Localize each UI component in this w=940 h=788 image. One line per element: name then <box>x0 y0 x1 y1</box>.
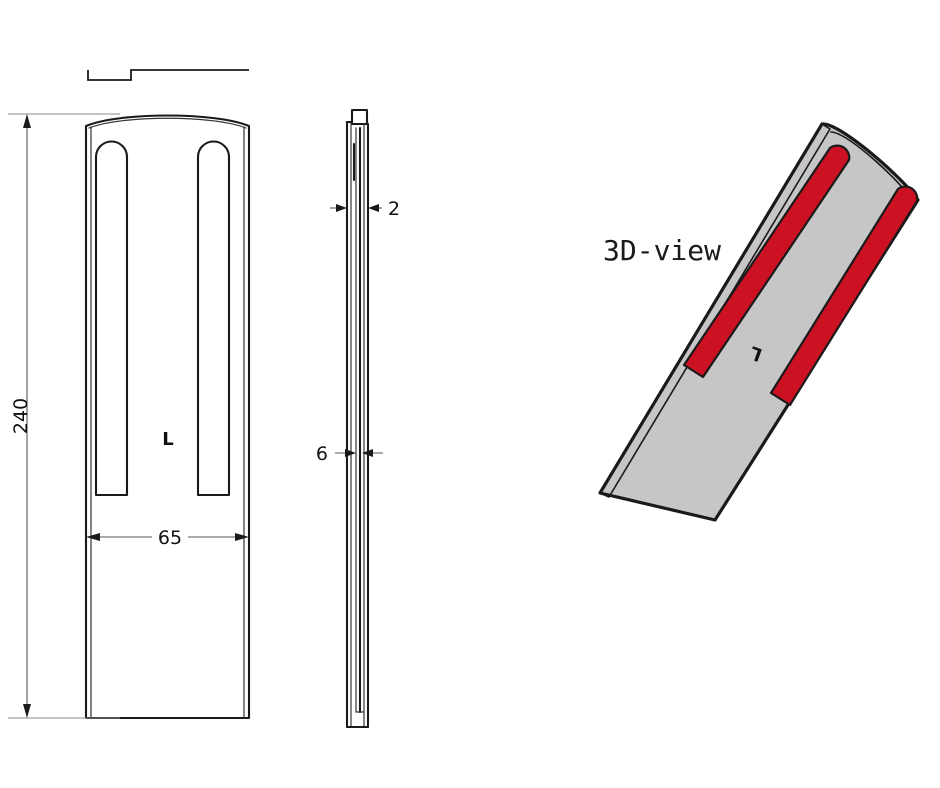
front-view: L <box>84 114 251 720</box>
dimension-channel-arrow-right <box>362 449 373 457</box>
side-view-top-tab <box>350 108 369 126</box>
dimension-channel-value: 6 <box>316 443 328 465</box>
dimension-height-240: 240 <box>8 113 120 719</box>
iso-view-body <box>598 122 920 522</box>
dimension-height-arrow-top <box>23 114 31 128</box>
dimension-width-value: 65 <box>158 527 182 549</box>
dimension-thickness-value: 2 <box>388 198 400 220</box>
iso-view: L 3D-view <box>598 122 920 522</box>
dimension-channel-arrow-left <box>345 449 356 457</box>
dimension-thickness-2: 2 <box>330 198 400 220</box>
dimension-height-arrow-bottom <box>23 704 31 718</box>
front-view-part-label: L <box>162 429 173 450</box>
iso-view-slot-right <box>769 185 919 407</box>
dimension-width-arrow-right <box>235 533 249 541</box>
front-view-left-slot <box>94 140 129 497</box>
front-view-crown-edge <box>88 117 247 129</box>
dimension-thickness-arrow-right <box>368 204 379 212</box>
iso-view-title: 3D-view <box>603 234 721 267</box>
front-view-outline <box>84 114 251 720</box>
dimension-channel-6: 6 <box>316 443 383 465</box>
side-view <box>345 108 370 729</box>
iso-view-side-face <box>599 123 831 498</box>
dimension-width-65: 65 <box>86 525 249 549</box>
front-view-right-slot <box>196 140 231 497</box>
top-leader-annotation <box>87 69 249 81</box>
dimension-width-arrow-left <box>86 533 100 541</box>
dimension-height-value: 240 <box>10 398 32 434</box>
dimension-thickness-arrow-left <box>336 204 347 212</box>
iso-view-slot-left <box>682 144 851 379</box>
